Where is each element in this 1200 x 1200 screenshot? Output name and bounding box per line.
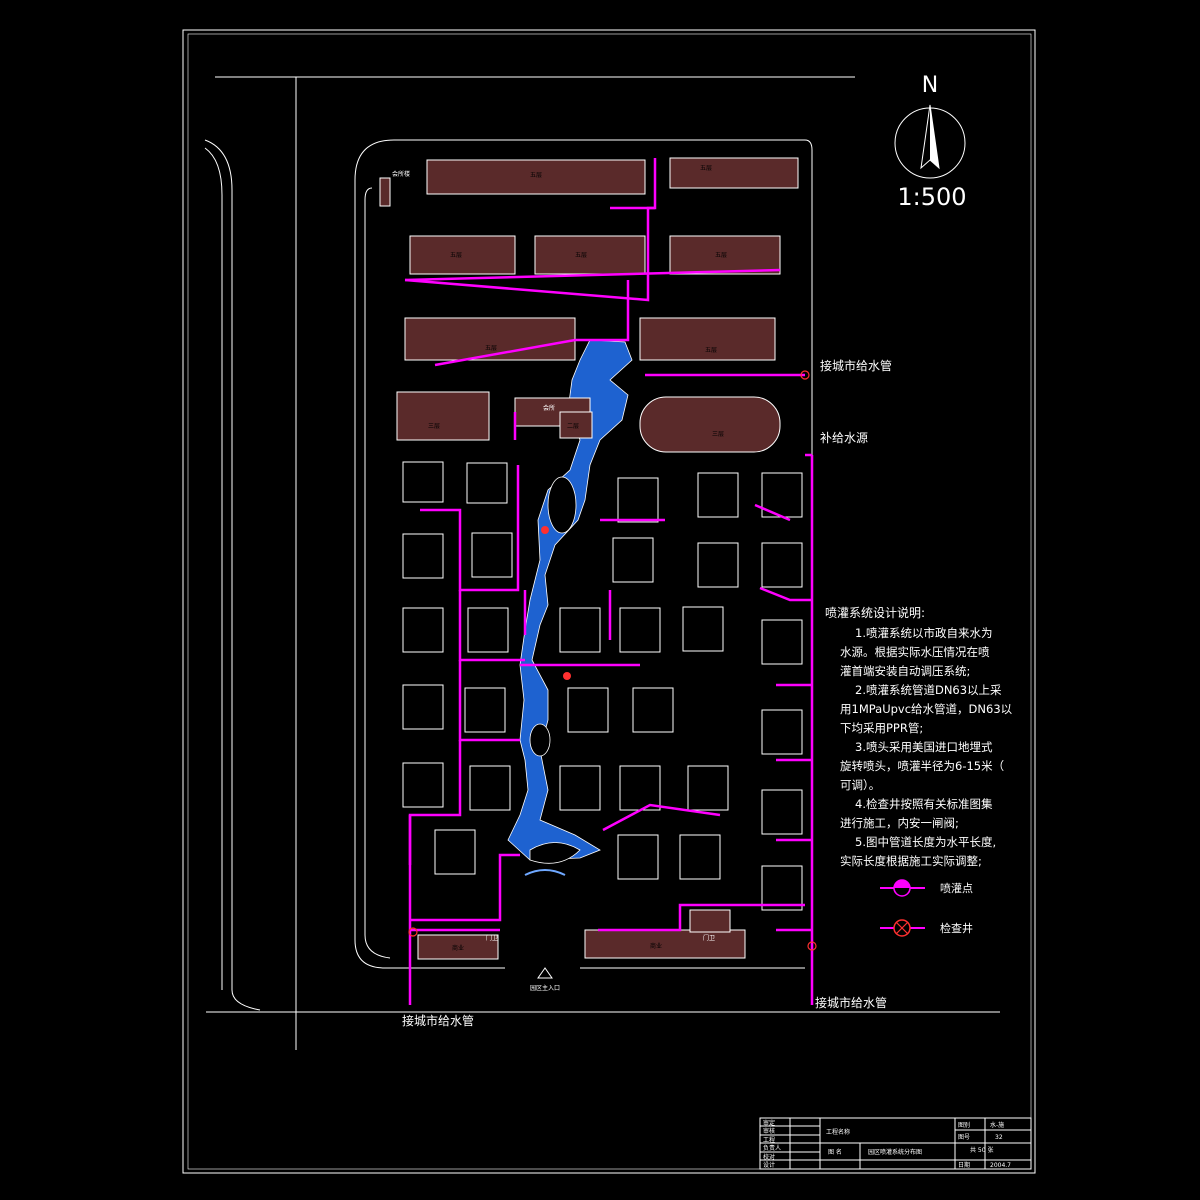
legend-symbols xyxy=(880,879,925,937)
tb-drawing-no-label: 图别 xyxy=(958,1121,970,1129)
note-line: 用1MPaUpvc给水管道，DN63以 xyxy=(840,702,1013,716)
note-line: 可调）。 xyxy=(840,778,880,792)
tb-row-label: 审核 xyxy=(763,1127,775,1135)
tb-row-label: 校对 xyxy=(763,1153,775,1161)
building-label: 五层 xyxy=(530,172,542,179)
outer-frame xyxy=(182,29,1036,1174)
building-label: 五层 xyxy=(715,252,727,259)
tb-date-label: 日期 xyxy=(958,1161,970,1169)
note-line: 水源。根据实际水压情况在喷 xyxy=(840,645,990,659)
title-block xyxy=(759,1117,1032,1170)
external-roads xyxy=(204,76,1000,1050)
building-label: 会所楼 xyxy=(392,170,410,178)
city-water-label-east: 接城市给水管 xyxy=(820,358,892,373)
tb-sheet-label: 图号 xyxy=(958,1134,970,1141)
building-label: 会所 xyxy=(543,404,555,412)
tb-drawing-name: 园区喷灌系统分布图 xyxy=(868,1148,922,1156)
note-line: 5.图中管道长度为水平长度, xyxy=(855,835,996,849)
building-label: 五层 xyxy=(575,252,587,259)
city-water-label-bottom-right: 接城市给水管 xyxy=(815,995,887,1010)
scale-label: 1:500 xyxy=(897,183,966,211)
note-line: 旋转喷头，喷灌半径为6-15米（ xyxy=(840,759,1004,773)
legend-well-label: 检查井 xyxy=(940,921,973,935)
building-label: 五层 xyxy=(705,347,717,354)
tb-total-sheets: 共 50 张 xyxy=(970,1146,993,1154)
entrance-label: 园区主入口 xyxy=(530,984,560,992)
building-label: 门卫 xyxy=(486,934,498,942)
note-line: 4.检查井按照有关标准图集 xyxy=(855,797,993,811)
landscape-lake xyxy=(507,339,633,876)
supply-source-label: 补给水源 xyxy=(820,431,868,445)
note-line: 3.喷头采用美国进口地埋式 xyxy=(855,740,993,754)
design-notes: 喷灌系统设计说明: 1.喷灌系统以市政自来水为 水源。根据实际水压情况在喷 灌首… xyxy=(825,605,1013,868)
north-arrow-icon xyxy=(894,104,966,179)
note-line: 进行施工，内安一闸阀; xyxy=(840,816,959,830)
tb-row-label: 负责人 xyxy=(763,1144,781,1152)
tb-project-label: 工程名称 xyxy=(826,1128,850,1136)
note-line: 2.喷灌系统管道DN63以上采 xyxy=(855,683,1002,697)
note-line: 1.喷灌系统以市政自来水为 xyxy=(855,626,992,640)
villas xyxy=(402,461,803,911)
tb-drawing-no-value: 水-施 xyxy=(990,1121,1004,1129)
building-label: 商业 xyxy=(452,944,464,952)
buildings xyxy=(379,157,799,960)
building-label: 三层 xyxy=(712,431,724,438)
title-block-text: 审定 审核 工程 负责人 校对 设计 工程名称 图 名 园区喷灌系统分布图 图别… xyxy=(763,1119,1011,1169)
building-label: 五层 xyxy=(485,345,497,352)
notes-title: 喷灌系统设计说明: xyxy=(825,605,925,620)
city-water-label-bottom-left: 接城市给水管 xyxy=(402,1013,474,1028)
building-label: 门卫 xyxy=(703,934,715,942)
building-label: 商业 xyxy=(650,942,662,950)
building-label: 三层 xyxy=(428,423,440,430)
note-line: 下均采用PPR管; xyxy=(840,721,923,735)
tb-drawing-label: 图 名 xyxy=(828,1148,842,1156)
tb-row-label: 审定 xyxy=(763,1119,775,1127)
building-label: 五层 xyxy=(700,165,712,172)
entrance-marker-icon xyxy=(537,967,553,979)
tb-sheet-value: 32 xyxy=(995,1134,1003,1141)
tb-row-label: 设计 xyxy=(763,1161,775,1169)
tb-row-label: 工程 xyxy=(763,1136,775,1144)
note-line: 灌首端安装自动调压系统; xyxy=(840,664,970,678)
irrigation-pipes xyxy=(404,158,817,1005)
north-label: N xyxy=(922,73,938,98)
building-label: 五层 xyxy=(450,252,462,259)
note-line: 实际长度根据施工实际调整; xyxy=(840,854,982,868)
building-label: 二层 xyxy=(567,423,579,430)
legend-sprinkler-label: 喷灌点 xyxy=(940,882,973,895)
inner-frame xyxy=(187,33,1032,1170)
tb-date-value: 2004.7 xyxy=(990,1162,1011,1169)
